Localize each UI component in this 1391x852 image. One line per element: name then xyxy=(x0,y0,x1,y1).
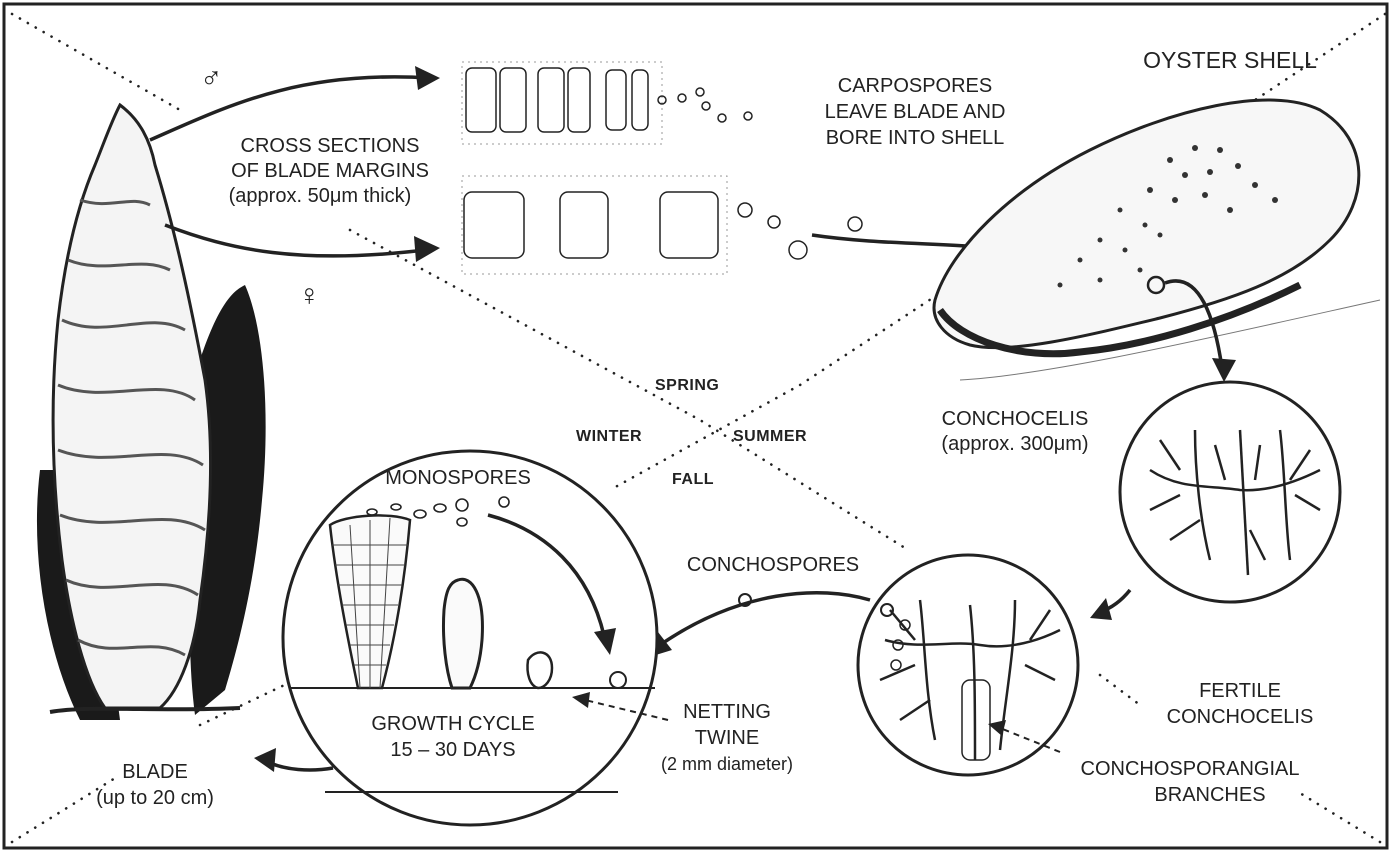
young-blade-small xyxy=(527,652,552,688)
svg-text:TWINE: TWINE xyxy=(695,727,759,749)
svg-text:(up to 20 cm): (up to 20 cm) xyxy=(96,787,214,809)
cross-section-female xyxy=(462,176,862,274)
arrowhead-to-fertile xyxy=(1090,598,1112,620)
svg-text:BRANCHES: BRANCHES xyxy=(1154,784,1265,806)
svg-text:(approx. 50μm thick): (approx. 50μm thick) xyxy=(229,185,412,207)
svg-text:(2 mm diameter): (2 mm diameter) xyxy=(661,754,793,774)
arrowhead-male xyxy=(415,66,440,90)
label-spring: SPRING xyxy=(655,377,719,394)
label-carpospores: CARPOSPORES LEAVE BLADE AND BORE INTO SH… xyxy=(825,75,1006,149)
arrow-female xyxy=(165,225,425,256)
male-symbol: ♂ xyxy=(200,62,223,95)
svg-text:GROWTH CYCLE: GROWTH CYCLE xyxy=(371,713,534,735)
svg-text:CARPOSPORES: CARPOSPORES xyxy=(838,75,992,97)
arrowhead-to-conchocelis xyxy=(1212,358,1236,382)
label-cross-sections: CROSS SECTIONS OF BLADE MARGINS (approx.… xyxy=(229,135,429,207)
fertile-conchocelis-circle xyxy=(858,555,1078,775)
svg-text:OF BLADE MARGINS: OF BLADE MARGINS xyxy=(231,160,429,182)
svg-text:CONCHOCELIS: CONCHOCELIS xyxy=(942,408,1089,430)
arrowhead-to-blade xyxy=(254,748,276,772)
female-symbol: ♀ xyxy=(298,279,321,312)
svg-text:BLADE: BLADE xyxy=(122,761,188,783)
label-fertile-conchocelis: FERTILE CONCHOCELIS xyxy=(1167,680,1314,728)
label-summer: SUMMER xyxy=(733,428,807,445)
blade-main xyxy=(53,105,210,708)
svg-text:FERTILE: FERTILE xyxy=(1199,680,1281,702)
cross-section-male xyxy=(462,62,752,144)
arrow-male xyxy=(150,77,430,140)
label-fall: FALL xyxy=(672,471,714,488)
label-oyster-shell: OYSTER SHELL xyxy=(1143,47,1317,73)
svg-text:15 – 30 DAYS: 15 – 30 DAYS xyxy=(390,739,515,761)
label-conchocelis: CONCHOCELIS (approx. 300μm) xyxy=(941,408,1088,455)
arrow-conchospores xyxy=(660,593,870,645)
label-blade: BLADE (up to 20 cm) xyxy=(96,761,214,809)
svg-text:(approx. 300μm): (approx. 300μm) xyxy=(941,433,1088,455)
svg-text:CROSS SECTIONS: CROSS SECTIONS xyxy=(241,135,420,157)
svg-text:CONCHOSPORANGIAL: CONCHOSPORANGIAL xyxy=(1081,758,1300,780)
arrow-to-blade xyxy=(268,762,333,770)
svg-text:LEAVE BLADE AND: LEAVE BLADE AND xyxy=(825,101,1006,123)
conchocelis-circle xyxy=(1120,382,1340,602)
svg-text:NETTING: NETTING xyxy=(683,701,771,723)
label-conchospores: CONCHOSPORES xyxy=(687,554,859,576)
label-winter: WINTER xyxy=(576,428,642,445)
growth-cycle-circle xyxy=(283,451,657,825)
svg-text:CONCHOCELIS: CONCHOCELIS xyxy=(1167,706,1314,728)
label-netting-twine: NETTING TWINE (2 mm diameter) xyxy=(661,701,793,774)
young-blade-medium xyxy=(443,579,482,688)
svg-text:BORE INTO SHELL: BORE INTO SHELL xyxy=(826,127,1005,149)
label-conchosporangial: CONCHOSPORANGIAL BRANCHES xyxy=(1081,758,1300,806)
arrowhead-female xyxy=(414,236,440,262)
label-monospores: MONOSPORES xyxy=(385,467,531,489)
